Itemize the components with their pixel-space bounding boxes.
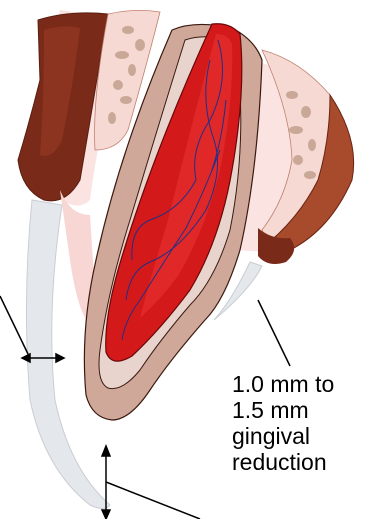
label-line-4: reduction	[232, 449, 362, 475]
gingival-reduction-label: 1.0 mm to 1.5 mm gingival reduction	[232, 371, 362, 475]
label-line-1: 1.0 mm to	[232, 371, 362, 397]
label-line-3: gingival	[232, 423, 362, 449]
label-line-2: 1.5 mm	[232, 397, 362, 423]
gingival-leader-line	[258, 300, 290, 366]
incisal-reduction-arrow	[102, 446, 200, 519]
